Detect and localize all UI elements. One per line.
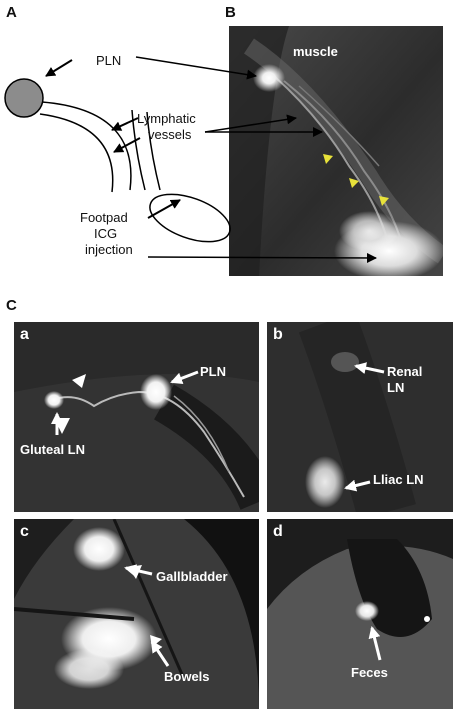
- panel-c-a-photo: a PLN Gluteal LN: [14, 322, 259, 512]
- panel-c-c-image: [14, 519, 259, 709]
- yellow-arrowhead: [323, 154, 333, 164]
- panel-c-d-image: [267, 519, 453, 709]
- footpad-arrow: [147, 199, 181, 219]
- panel-letter-a: A: [6, 4, 17, 21]
- footpad-outline: [149, 193, 231, 243]
- vessel-to-photo-arrow: [204, 114, 297, 133]
- gallbladder-label: Gallbladder: [156, 569, 228, 584]
- panel-c-b-photo: b Renal LN Lliac LN: [267, 322, 453, 512]
- lliac-ln-label: Lliac LN: [373, 472, 424, 487]
- sub-letter-c: c: [20, 523, 29, 540]
- panel-c-a-image: [14, 322, 259, 512]
- lymphatic-label-line1: Lymphatic: [137, 111, 196, 126]
- lymphatic-label-line2: vessels: [148, 127, 192, 142]
- sub-letter-b: b: [273, 326, 283, 343]
- pln-photo-label: PLN: [200, 364, 226, 379]
- yellow-arrowhead: [349, 178, 359, 188]
- footpad-label-line3: injection: [85, 242, 133, 257]
- panel-letter-c: C: [6, 297, 17, 314]
- lymphatic-vessel-line: [39, 113, 114, 193]
- gluteal-ln-label: Gluteal LN: [20, 442, 86, 457]
- yellow-arrowhead: [379, 196, 389, 206]
- panel-letter-b: B: [225, 4, 236, 21]
- feces-label: Feces: [351, 665, 388, 680]
- panel-a-schematic: [4, 56, 377, 263]
- panel-c-b-image: [267, 322, 453, 512]
- panel-b-photo: muscle: [229, 26, 443, 276]
- panel-c-c-photo: c Gallbladder Bowels: [14, 519, 259, 709]
- pln-label: PLN: [96, 53, 122, 68]
- vessel-arrow: [111, 117, 139, 131]
- muscle-label: muscle: [293, 44, 338, 59]
- lymphatic-vessel-line: [146, 111, 161, 191]
- panel-c-d-photo: d Feces: [267, 519, 453, 709]
- panel-b-image: [229, 26, 443, 276]
- bowels-label: Bowels: [164, 669, 210, 684]
- footpad-label-line1: Footpad: [80, 210, 128, 225]
- vessel-arrow: [113, 137, 141, 153]
- sub-letter-a: a: [20, 326, 29, 343]
- pln-arrow: [45, 59, 73, 77]
- renal-ln-label-line2: LN: [387, 380, 405, 395]
- lymphatic-vessel-line: [131, 109, 146, 191]
- footpad-label-line2: ICG: [94, 226, 118, 241]
- pln-to-photo-arrow: [135, 56, 257, 80]
- lymph-node-circle: [4, 78, 44, 118]
- injection-to-photo-arrow: [147, 252, 377, 263]
- lymphatic-vessel-line: [41, 101, 132, 191]
- renal-ln-label-line1: Renal: [387, 364, 423, 379]
- sub-letter-d: d: [273, 523, 283, 540]
